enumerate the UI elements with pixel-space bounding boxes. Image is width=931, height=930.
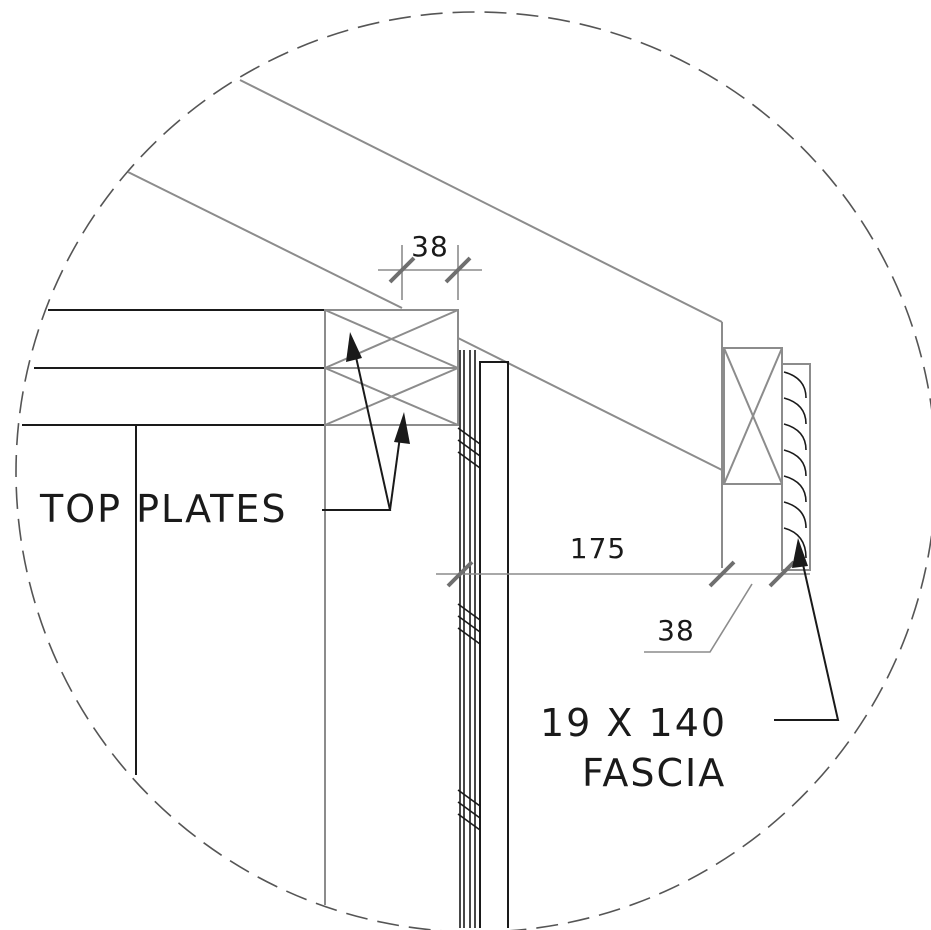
- ceiling-framing: [22, 309, 325, 426]
- dimension-sub-fascia: 38: [644, 583, 753, 653]
- fascia-outline: [781, 363, 811, 571]
- fascia-board: [781, 363, 811, 571]
- wall-framing: [135, 425, 326, 905]
- top-plates-callout: TOP PLATES: [39, 332, 410, 531]
- detail-boundary-circle: [15, 11, 931, 930]
- dimension-plate-width: 38: [378, 230, 482, 300]
- fascia-arrowhead: [792, 538, 808, 568]
- top-plates-arrowhead-upper: [346, 332, 362, 362]
- top-plates-label: TOP PLATES: [39, 487, 287, 531]
- top-plate-lower: [324, 367, 459, 426]
- top-plate-lower-cross-b: [324, 367, 459, 426]
- fascia-grain: [783, 371, 807, 559]
- rafter-top-edge: [239, 79, 723, 323]
- rafter-soffit-edge: [457, 337, 723, 471]
- dim-overhang-text: 175: [570, 532, 626, 565]
- sub-fascia-cross-b: [723, 347, 783, 485]
- rafter-bottom-edge: [127, 171, 403, 309]
- dim-plate-width-text: 38: [411, 230, 449, 263]
- fascia-callout: 19 X 140 FASCIA: [540, 538, 840, 795]
- dimension-overhang: 175: [436, 532, 810, 588]
- top-plates: [324, 309, 459, 426]
- sub-fascia-block: [723, 347, 783, 485]
- fascia-name-label: FASCIA: [582, 751, 726, 795]
- rafters: [127, 79, 723, 568]
- fascia-size-label: 19 X 140: [540, 701, 727, 745]
- exterior-wall-layers: [457, 350, 509, 928]
- top-plates-arrowhead-lower: [394, 412, 410, 444]
- cladding-outline: [479, 361, 509, 928]
- dim-sub-fascia-text: 38: [657, 614, 695, 647]
- sheathing-break-marks: [457, 427, 481, 831]
